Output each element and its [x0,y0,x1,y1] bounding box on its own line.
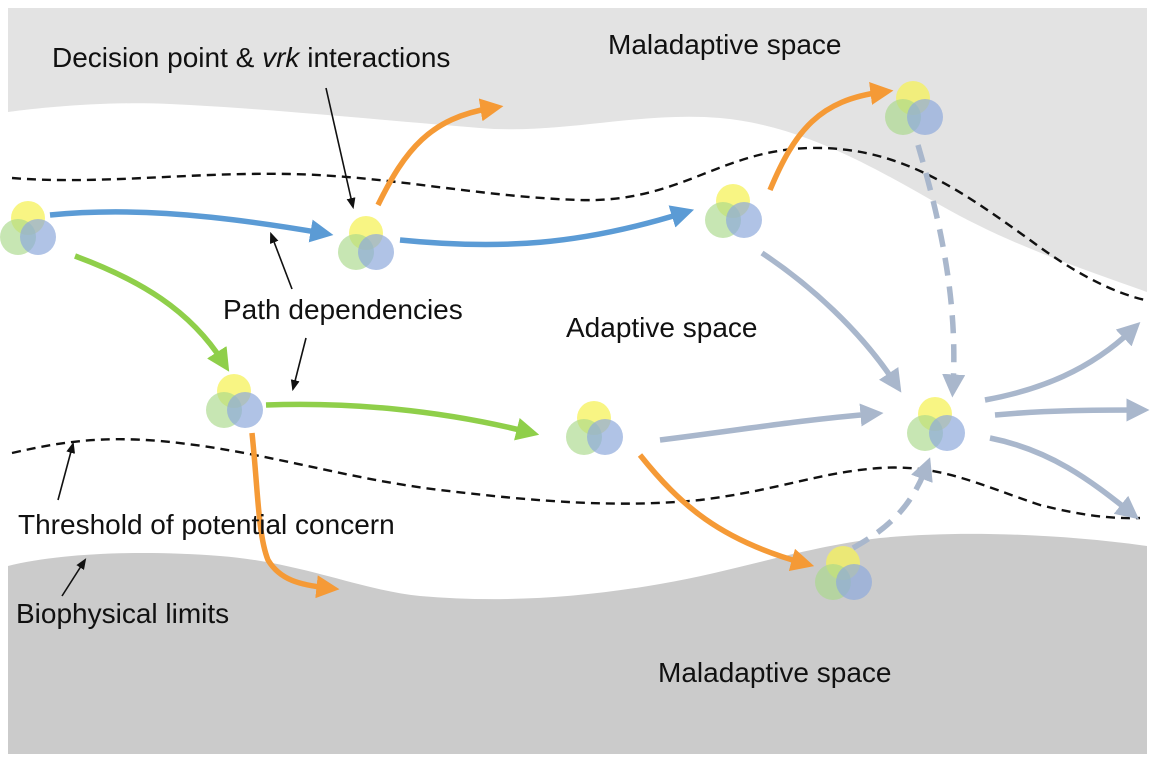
decision-point-label: Decision point & vrk interactions [52,41,450,75]
blue-path-arrow-2 [399,205,695,248]
pointer-path-dependency-green [290,337,307,392]
maladaptive-space-bottom-label: Maladaptive space [658,657,892,688]
blue-path-arrow-1 [49,209,334,243]
decision-node-blue [338,216,394,270]
decision-node-green-end [566,401,623,455]
decision-node-green [206,374,263,428]
decision-point-label-italic: vrk [262,42,300,73]
grey-path-arrow-dashed-2 [851,457,933,551]
orange-path-arrow-4 [637,453,815,572]
green-path-arrow-1 [74,253,230,372]
threshold-lower-line [11,438,1141,520]
adaptive-space-label: Adaptive space [566,312,758,343]
decision-node-top-maladaptive [885,81,943,135]
threshold-label: Threshold of potential concern [18,509,395,540]
maladaptive-space-bottom-region [8,533,1147,754]
decision-point-label-text: Decision point & [52,42,263,73]
pointer-biophysical-limits [61,558,87,597]
grey-path-arrow-out-1 [984,322,1141,403]
orange-path-arrow-3 [249,432,340,599]
decision-node-blue-end [705,184,762,238]
maladaptive-space-top-label: Maladaptive space [608,29,842,60]
green-path-arrow-2 [265,401,540,441]
decision-node-bottom-maladaptive [815,546,872,600]
pointer-decision-point [325,87,356,210]
maladaptive-space-top-region [8,8,1147,292]
orange-path-arrow-1 [375,98,504,207]
grey-path-arrow-1 [760,250,902,393]
decision-node-convergence [907,397,965,451]
orange-path-arrow-2 [767,82,894,192]
decision-node-start [0,201,56,255]
grey-path-arrow-out-2 [994,398,1150,422]
decision-point-label-end: interactions [299,42,451,73]
biophysical-limits-label: Biophysical limits [16,598,230,629]
threshold-upper-line [11,146,1146,302]
grey-path-arrow-2 [659,403,884,443]
grey-path-arrow-dashed-1 [915,144,966,398]
grey-path-arrow-out-3 [989,435,1140,520]
pointer-threshold [57,441,76,501]
pointer-path-dependency-blue [270,231,293,290]
path-dependencies-label: Path dependencies [223,294,463,325]
